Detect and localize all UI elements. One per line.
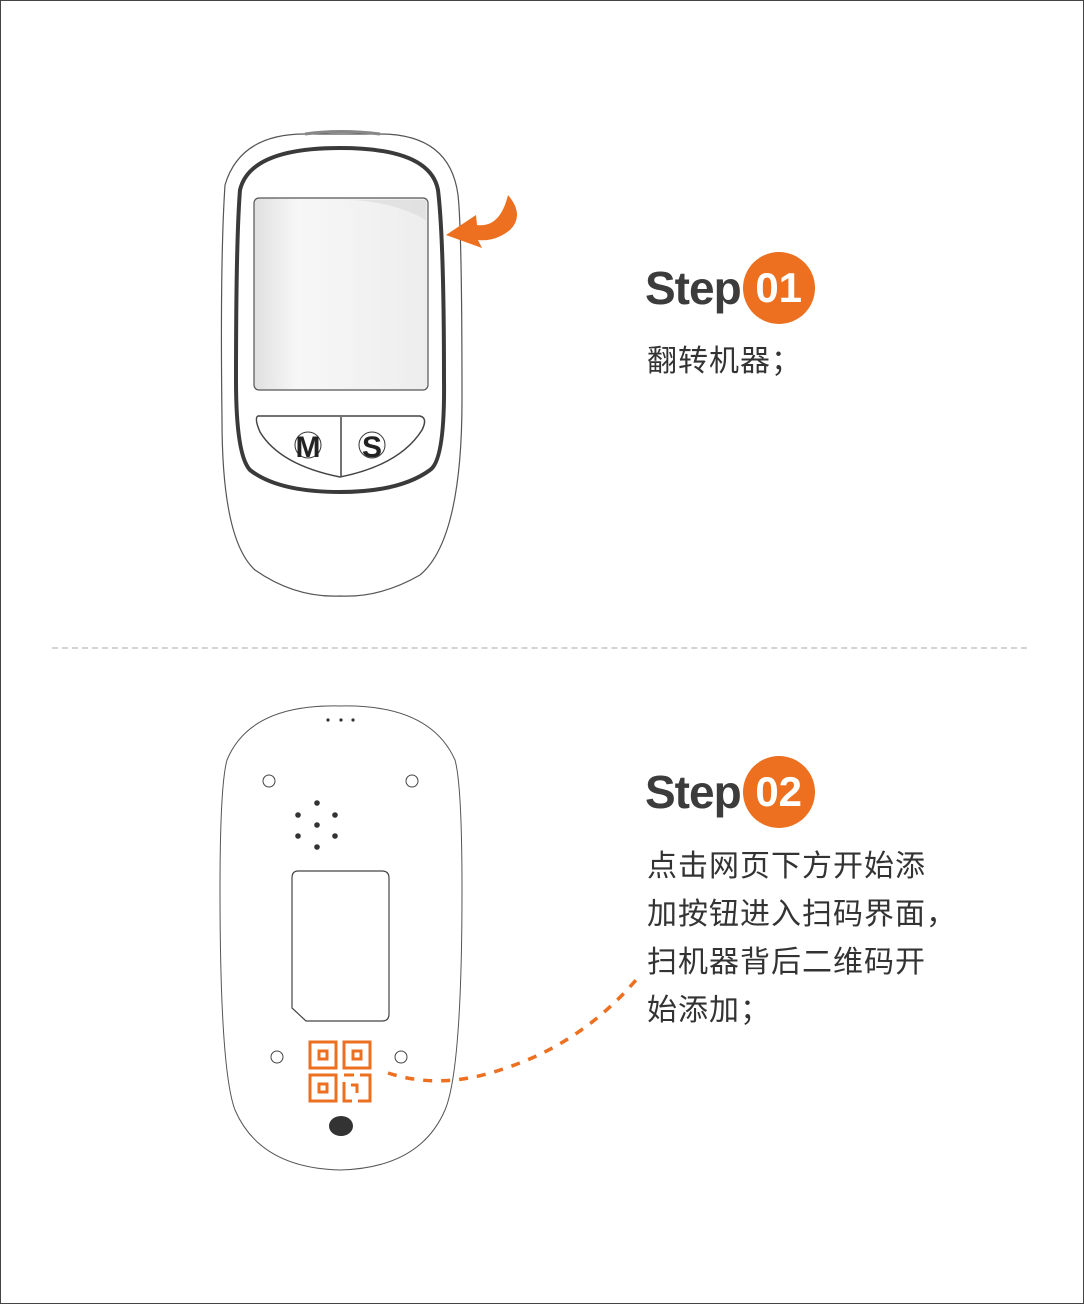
step-01-heading: Step 01 bbox=[645, 252, 815, 324]
step-02-description: 点击网页下方开始添 加按钮进入扫码界面， 扫机器背后二维码开 始添加； bbox=[647, 843, 957, 1035]
s-button-label: S bbox=[362, 431, 382, 464]
section-divider bbox=[52, 647, 1027, 649]
step-text-line: 扫机器背后二维码开 bbox=[647, 945, 926, 980]
step-text-line: 点击网页下方开始添 bbox=[647, 849, 926, 884]
step-text-line: 翻转机器； bbox=[647, 344, 802, 379]
qr-code-icon bbox=[308, 1040, 372, 1103]
step-number-badge: 02 bbox=[742, 756, 815, 828]
step-number-badge: 01 bbox=[742, 252, 815, 324]
flip-arrow-icon bbox=[446, 195, 518, 248]
meter-front-illustration: M S bbox=[220, 130, 518, 597]
meter-back-illustration bbox=[219, 705, 638, 1171]
step-word: Step bbox=[645, 262, 742, 314]
m-button-label: M bbox=[296, 431, 321, 464]
step-text-line: 加按钮进入扫码界面， bbox=[647, 897, 957, 932]
step-01-description: 翻转机器； bbox=[647, 338, 802, 386]
step-text-line: 始添加； bbox=[647, 993, 771, 1028]
step-word: Step bbox=[645, 766, 742, 818]
dashed-connector-line bbox=[387, 978, 638, 1083]
step-02-heading: Step 02 bbox=[645, 756, 815, 828]
